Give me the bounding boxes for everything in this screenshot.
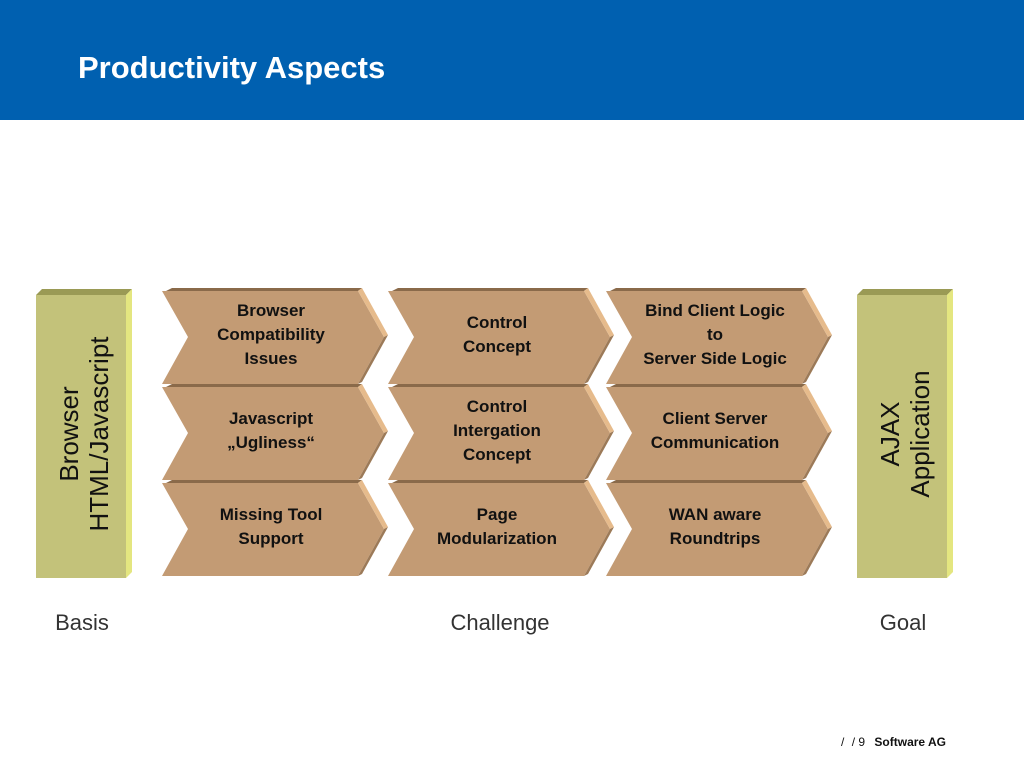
- footer-separator: /: [841, 735, 845, 749]
- chevron-8-line-1: Page: [476, 505, 518, 524]
- chevron-1-line-3: Issues: [244, 349, 298, 368]
- page-title: Productivity Aspects: [78, 50, 386, 85]
- chevron-5-line-2: Intergation: [453, 421, 541, 440]
- chevron-wan-aware-roundtrips: WAN aware Roundtrips: [606, 480, 832, 576]
- chevron-7-line-1: Missing Tool: [219, 505, 323, 524]
- chevron-control-integration: Control Intergation Concept: [388, 384, 614, 480]
- chevron-3-line-3: Server Side Logic: [643, 349, 787, 368]
- chevron-1-line-2: Compatibility: [217, 325, 325, 344]
- chevron-bind-client-logic: Bind Client Logic to Server Side Logic: [606, 288, 832, 384]
- chevron-6-line-2: Communication: [650, 433, 780, 452]
- chevron-browser-compatibility: Browser Compatibility Issues: [162, 288, 388, 384]
- chevron-javascript-ugliness: Javascript „Ugliness“: [162, 384, 388, 480]
- basis-box-text: Browser HTML/Javascript: [54, 336, 114, 531]
- chevron-4-line-2: „Ugliness“: [227, 433, 315, 452]
- chevron-9-line-1: WAN aware: [668, 505, 762, 524]
- goal-label: Goal: [879, 610, 927, 635]
- footer: / / 9 Software AG: [841, 735, 946, 749]
- goal-line-1: AJAX: [875, 400, 905, 467]
- chevron-client-server: Client Server Communication: [606, 384, 832, 480]
- challenge-label: Challenge: [450, 610, 550, 635]
- basis-line-1: Browser: [54, 385, 84, 482]
- chevron-page-modularization: Page Modularization: [388, 480, 614, 576]
- chevron-3-line-2: to: [706, 325, 724, 344]
- chevron-5-line-1: Control: [466, 397, 528, 416]
- footer-company: Software AG: [874, 735, 946, 749]
- chevron-5-line-3: Concept: [463, 445, 531, 464]
- chevron-9-line-2: Roundtrips: [669, 529, 761, 548]
- basis-line-2: HTML/Javascript: [84, 335, 114, 532]
- goal-box-text: AJAX Application: [875, 370, 935, 497]
- chevron-3-line-1: Bind Client Logic: [645, 301, 785, 320]
- chevron-missing-tool-support: Missing Tool Support: [162, 480, 388, 576]
- chevron-2-line-2: Concept: [463, 337, 531, 356]
- chevron-4-line-1: Javascript: [228, 409, 314, 428]
- basis-label: Basis: [55, 610, 109, 635]
- chevron-7-line-2: Support: [238, 529, 304, 548]
- chevron-1-line-1: Browser: [236, 301, 306, 320]
- chevron-6-line-1: Client Server: [662, 409, 768, 428]
- goal-box: AJAX Application: [857, 289, 953, 578]
- goal-line-2: Application: [905, 369, 935, 498]
- chevron-2-line-1: Control: [466, 313, 528, 332]
- title-bar: Productivity Aspects: [0, 0, 1024, 120]
- chevron-8-line-2: Modularization: [437, 529, 557, 548]
- basis-box: Browser HTML/Javascript: [36, 289, 132, 578]
- footer-page-number: / 9: [851, 735, 866, 749]
- chevron-control-concept: Control Concept: [388, 288, 614, 384]
